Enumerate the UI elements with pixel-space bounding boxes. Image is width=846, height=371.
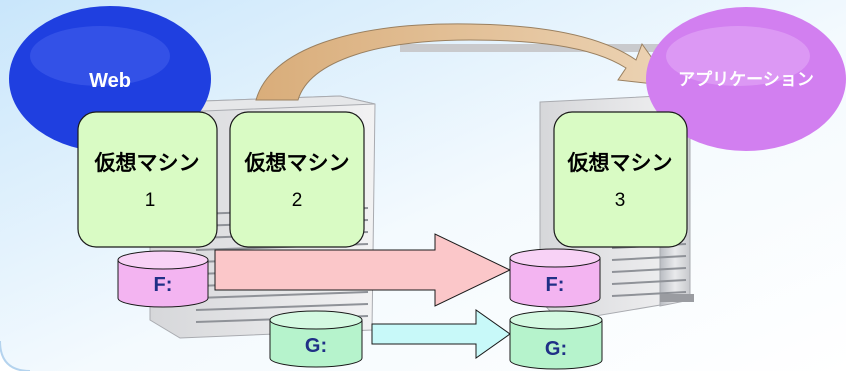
drive-f-target-label: F: (546, 274, 565, 296)
vm-3-name: 仮想マシン (567, 151, 673, 175)
vm-2-number: 2 (292, 190, 303, 211)
f-drive-arrow (214, 233, 512, 307)
drive-g-target-icon: G: (509, 310, 603, 370)
drive-g-target-label: G: (545, 338, 567, 360)
drive-g-source-label: G: (305, 335, 327, 357)
rail-decoration (400, 44, 670, 52)
application-label: アプリケーション (678, 69, 814, 90)
vm-1-name: 仮想マシン (94, 151, 200, 175)
web-label: Web (89, 70, 131, 92)
migration-arrow (255, 23, 674, 101)
drive-g-source-icon: G: (269, 310, 363, 368)
vm-box-1: 仮想マシン 1 (77, 111, 218, 248)
vm-box-3: 仮想マシン 3 (553, 111, 688, 248)
vm-2-name: 仮想マシン (244, 151, 350, 175)
vm-3-number: 3 (615, 190, 626, 211)
drive-f-source-label: F: (154, 274, 173, 296)
application-ellipse: アプリケーション (646, 7, 846, 151)
drive-f-source-icon: F: (117, 250, 209, 308)
g-drive-arrow (371, 309, 511, 359)
vm-1-number: 1 (145, 190, 156, 211)
vm-box-2: 仮想マシン 2 (229, 111, 365, 248)
drive-f-target-icon: F: (509, 248, 601, 308)
